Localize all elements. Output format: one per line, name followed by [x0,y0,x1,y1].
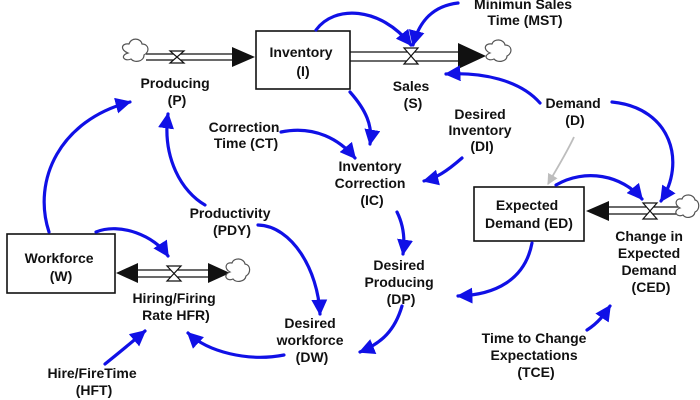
link-ic-to-dp [395,210,413,256]
hfr-sink-cloud [225,258,251,282]
expected-demand-box [473,186,585,242]
workforce-box [6,233,116,294]
hft-label: Hire/FireTime (HFT) [47,365,140,398]
sales-label: Sales (S) [393,78,433,111]
sales-sink-cloud [484,39,512,62]
link-ed-to-dp [456,241,534,304]
link-pdy-to-producing [158,112,207,207]
productivity-label: Productivity (PDY) [190,205,275,238]
producing-label: Producing (P) [140,75,213,108]
ced-source-cloud [675,194,700,218]
link-demand-to-ced [610,100,676,203]
link-ct-to-ic [279,128,357,160]
producing-source-cloud [121,38,149,62]
link-workforce-to-hfr [94,227,170,258]
change-expected-demand-label: Change in Expected Demand (CED) [615,228,687,295]
tce-label: Time to Change Expectations (TCE) [482,330,591,380]
link-dw-to-hfr [186,331,286,359]
ced-valve [641,202,659,220]
expected-demand-label: Expected Demand (ED) [485,197,573,231]
link-mst-to-sales [408,1,460,47]
inventory-correction-label: Inventory Correction (IC) [335,158,410,208]
workforce-label: Workforce (W) [25,250,98,284]
change-expected-demand-pipe [586,201,680,221]
hfr-valve [165,265,183,282]
desired-producing-label: Desired Producing (DP) [364,257,437,307]
producing-flow-pipe [146,47,255,67]
link-ed-to-ced [554,174,644,201]
link-demand-to-ed-gray [547,136,575,185]
link-demand-to-sales [444,65,542,105]
sales-valve [402,47,420,65]
hiring-firing-label: Hiring/Firing Rate HFR) [132,290,219,323]
demand-label: Demand (D) [545,95,604,128]
link-di-to-ic [422,156,464,186]
hiring-firing-pipe [116,263,230,283]
desired-inventory-label: Desired Inventory (DI) [449,106,516,154]
link-inventory-to-ic [348,90,381,146]
desired-workforce-label: Desired workforce (DW) [276,315,348,365]
inventory-box [255,30,351,90]
link-pdy-to-dw [256,223,328,316]
sales-flow-pipe [350,43,486,69]
correction-time-label: Correction Time (CT) [209,119,284,151]
link-tce-to-ced [585,304,612,332]
link-dp-to-dw [358,304,404,354]
link-workforce-to-producing [42,97,132,234]
mst-label: Minimun Sales Time (MST) [474,0,576,28]
producing-valve [168,50,186,64]
link-inventory-to-sales [314,11,413,47]
link-hft-to-hfr [103,329,147,366]
inventory-label: Inventory (I) [270,44,337,79]
